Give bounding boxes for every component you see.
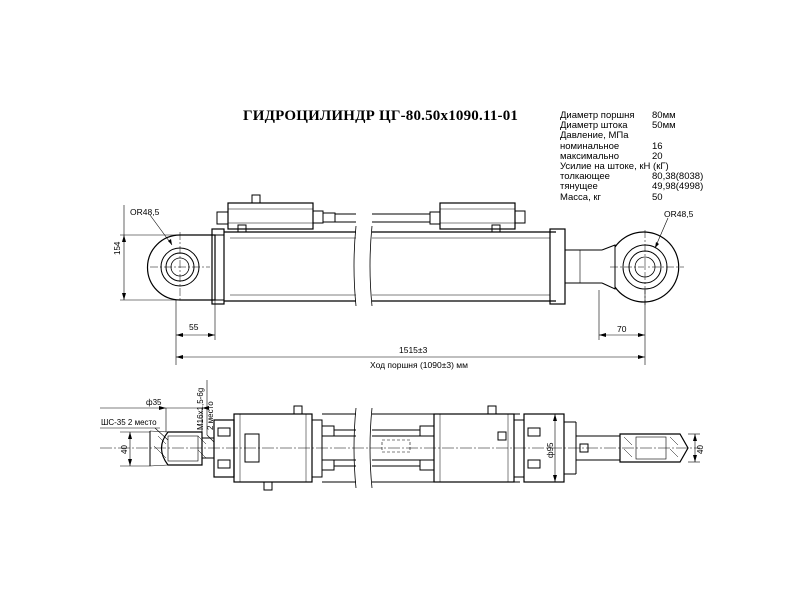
spec-value: 80,38(8038)	[652, 171, 704, 183]
spec-value: 20	[652, 150, 663, 162]
spec-value: 16	[652, 140, 663, 152]
dimension-arrows	[122, 235, 697, 482]
right-valve-block	[372, 202, 526, 233]
bottom-dimensions	[100, 380, 700, 482]
spec-label: Усилие на штоке, кН (кГ)	[560, 160, 669, 172]
drawing-title: ГИДРОЦИЛИНДР ЦГ-80.50х1090.11-01	[243, 108, 519, 124]
spec-value: 49,98(4998)	[652, 181, 704, 193]
spec-label: номинальное	[560, 140, 620, 152]
label-dim-70: 70	[617, 324, 627, 334]
label-hinge: ШС-35 2 место	[101, 418, 157, 427]
barrel	[224, 231, 556, 302]
right-eye-section	[619, 433, 689, 463]
left-block-top	[213, 405, 335, 491]
left-valve-block	[216, 194, 356, 233]
spec-label: Диаметр штока	[560, 120, 628, 132]
left-eye-section	[160, 431, 203, 466]
label-thread-qty: 2 место	[206, 401, 215, 430]
label-dia-95: ф95	[546, 442, 555, 458]
spec-label: толкающее	[560, 171, 610, 183]
label-dim-55: 55	[189, 322, 199, 332]
spec-label: максимально	[560, 150, 619, 162]
spec-label: Диаметр поршня	[560, 110, 635, 121]
left-eye-outline	[146, 234, 216, 301]
spec-label: Масса, кг	[560, 191, 601, 203]
spec-value: 50мм	[652, 120, 676, 132]
label-total-length: 1515±3	[399, 345, 428, 355]
cylinder-top-view	[100, 405, 700, 491]
right-eye-outline	[614, 231, 680, 303]
label-dia-35: ф35	[146, 398, 162, 407]
spec-value: 50	[652, 191, 663, 203]
spec-value: 80мм	[652, 110, 676, 121]
right-end-cap	[549, 228, 566, 305]
label-radius-left: ОR48,5	[130, 207, 160, 217]
cylinder-side-view	[146, 194, 684, 307]
top-dimensions	[120, 205, 669, 365]
label-dim-40-left: 40	[120, 445, 129, 454]
label-height: 154	[113, 241, 122, 255]
label-thread: М16х1,5-6g	[196, 388, 205, 430]
piston-rod	[565, 244, 616, 290]
spec-label: тянущее	[560, 181, 598, 193]
left-end-cap	[211, 228, 225, 305]
right-block-top	[419, 405, 577, 483]
label-dim-40-right: 40	[696, 445, 705, 454]
label-radius-right: ОR48,5	[664, 209, 694, 219]
spec-label: Давление, МПа	[560, 130, 629, 142]
label-stroke: Ход поршня (1090±3) мм	[370, 360, 468, 370]
